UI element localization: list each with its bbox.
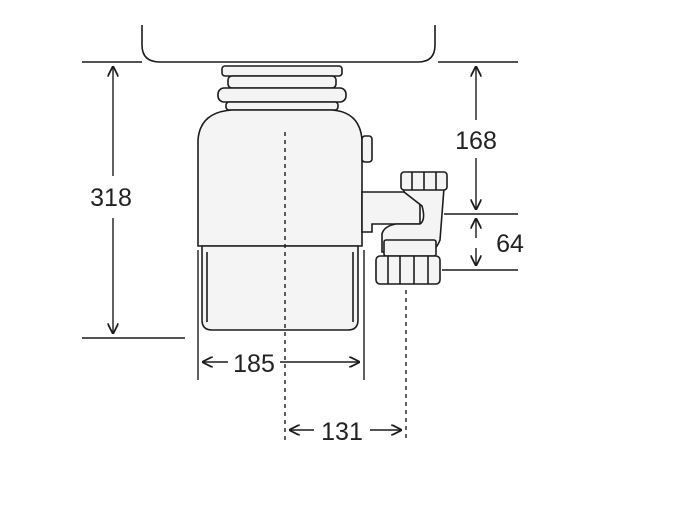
dim-131-label: 131 <box>321 418 363 446</box>
dim-185-label: 185 <box>233 350 275 378</box>
mounting-flange <box>217 65 347 111</box>
discharge-outlet <box>361 171 448 285</box>
dim-318-label: 318 <box>90 184 132 212</box>
side-switch <box>361 135 373 163</box>
sink-bowl <box>141 25 436 63</box>
dim-168-label: 168 <box>455 127 497 155</box>
disposer-lower-housing <box>201 245 359 331</box>
dim-64-label: 64 <box>496 230 524 258</box>
disposer-body <box>197 109 363 247</box>
